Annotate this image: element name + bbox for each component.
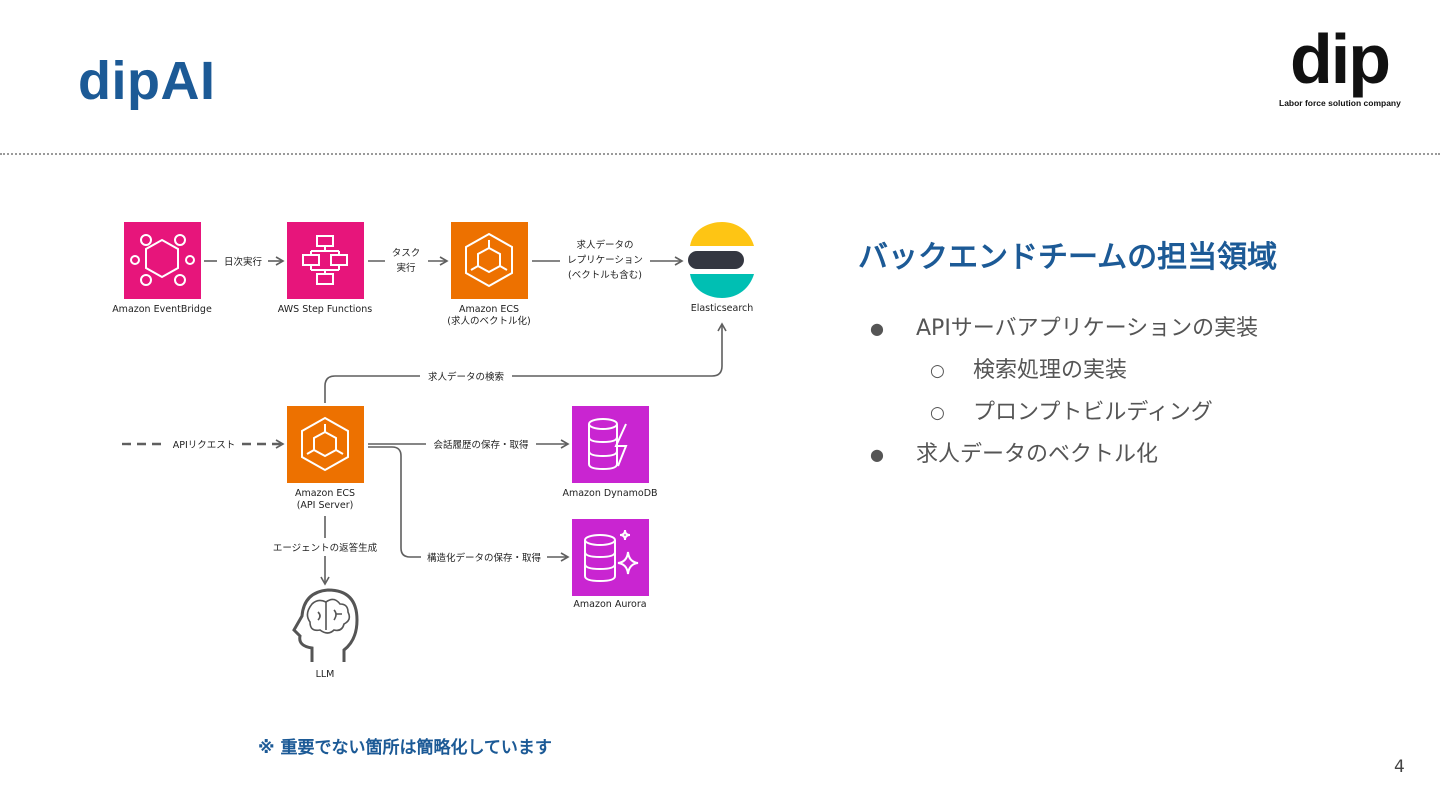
- dynamodb-node: Amazon DynamoDB: [562, 406, 658, 499]
- bullet-marker: ●: [870, 445, 884, 464]
- edge-daily-label: 日次実行: [224, 256, 263, 268]
- ecs-api-label-2: (API Server): [297, 500, 354, 511]
- edge-replication-label-1: 求人データの: [576, 239, 633, 251]
- stepfunctions-icon: [287, 222, 364, 299]
- brain-head-icon: [292, 588, 359, 662]
- ecs-batch-label-2: (求人のベクトル化): [447, 315, 530, 327]
- bullet-marker: ○: [930, 361, 945, 381]
- ecs-api-node: Amazon ECS (API Server): [287, 406, 364, 511]
- elasticsearch-icon: [688, 222, 754, 298]
- edge-agent-label: エージェントの返答生成: [273, 542, 378, 554]
- aurora-icon: [572, 519, 649, 596]
- header-divider: [0, 153, 1440, 155]
- edge-search: 求人データの検索: [324, 322, 727, 403]
- panel-heading: バックエンドチームの担当領域: [858, 240, 1278, 275]
- bullet-marker: ○: [930, 403, 945, 423]
- list-item-text: 求人データのベクトル化: [916, 442, 1159, 467]
- edge-api-request-label: APIリクエスト: [173, 440, 236, 451]
- logo-word: dip: [1290, 20, 1391, 98]
- elasticsearch-label: Elasticsearch: [691, 303, 754, 314]
- elasticsearch-node: Elasticsearch: [688, 222, 754, 314]
- edge-task-label-2: 実行: [396, 262, 416, 274]
- dynamodb-label: Amazon DynamoDB: [562, 488, 657, 499]
- edge-task-label-1: タスク: [392, 248, 421, 259]
- edge-structured-label: 構造化データの保存・取得: [427, 552, 542, 564]
- dynamodb-icon: [572, 406, 649, 483]
- bullet-marker: ●: [870, 319, 884, 338]
- edge-replication-label-2: レプリケーション: [567, 255, 643, 266]
- architecture-diagram: Amazon EventBridge AWS Step Functions Am…: [112, 222, 754, 680]
- edge-structured: 構造化データの保存・取得: [368, 446, 570, 564]
- edge-api-request: APIリクエスト: [122, 439, 285, 451]
- list-item-text: プロンプトビルディング: [973, 400, 1213, 425]
- eventbridge-node: Amazon EventBridge: [112, 222, 212, 315]
- llm-label: LLM: [316, 669, 335, 680]
- ecs-batch-label-1: Amazon ECS: [459, 304, 519, 315]
- edge-history: 会話履歴の保存・取得: [368, 439, 570, 451]
- edge-search-label: 求人データの検索: [428, 371, 504, 383]
- aurora-label: Amazon Aurora: [573, 599, 646, 610]
- edge-replication: 求人データの レプリケーション (ベクトルも含む): [532, 239, 684, 281]
- dip-logo: dip Labor force solution company: [1270, 24, 1420, 120]
- llm-node: LLM: [292, 588, 359, 680]
- edge-task: タスク 実行: [368, 248, 449, 274]
- logo-tagline: Labor force solution company: [1279, 98, 1401, 108]
- list-item-text: APIサーバアプリケーションの実装: [916, 316, 1259, 341]
- stepfunctions-node: AWS Step Functions: [278, 222, 372, 315]
- eventbridge-icon: [124, 222, 201, 299]
- edge-replication-label-3: (ベクトルも含む): [568, 269, 642, 281]
- aurora-node: Amazon Aurora: [572, 519, 649, 610]
- edge-agent: エージェントの返答生成: [273, 516, 378, 586]
- edge-daily: 日次実行: [204, 256, 285, 268]
- ecs-batch-node: Amazon ECS (求人のベクトル化): [447, 222, 531, 327]
- slide-title: dipAI: [78, 51, 216, 111]
- edge-history-label: 会話履歴の保存・取得: [433, 439, 529, 451]
- stepfunctions-label: AWS Step Functions: [278, 304, 372, 315]
- eventbridge-label: Amazon EventBridge: [112, 304, 212, 315]
- simplification-note: ※ 重要でない箇所は簡略化しています: [258, 738, 552, 758]
- ecs-api-label-1: Amazon ECS: [295, 488, 355, 499]
- page-number: 4: [1394, 757, 1405, 777]
- list-item-text: 検索処理の実装: [973, 358, 1128, 383]
